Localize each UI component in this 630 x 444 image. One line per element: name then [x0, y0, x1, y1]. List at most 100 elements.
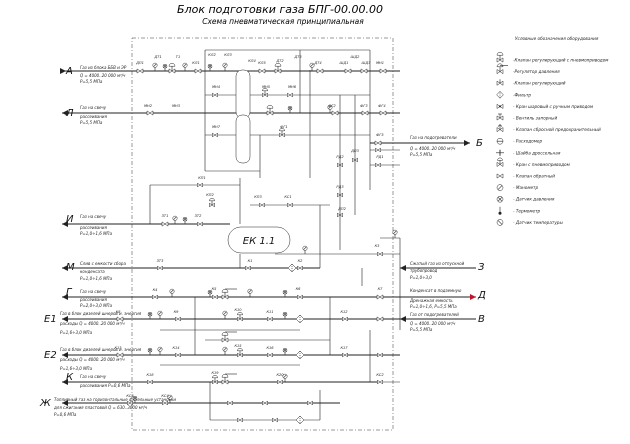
stream-e1: Е1 Газ в блок дизелей шнеров и. энергия … [44, 311, 142, 335]
valve-icon [352, 157, 358, 163]
svg-text:рассеивания: рассеивания [79, 114, 107, 119]
valve-icon [212, 294, 218, 300]
svg-text:Б: Б [476, 138, 483, 149]
equipment-tag: КС2 [376, 373, 384, 377]
control-valve-pneumatic-icon [496, 52, 504, 63]
svg-text:рассеивания: рассеивания [79, 297, 107, 302]
valve-icon [379, 110, 387, 116]
stream-z: З Сжатый газ из отпускной трубопровод P=… [410, 261, 485, 280]
filter-icon [496, 91, 504, 99]
pressure-sensor-icon [207, 289, 213, 297]
stream-i: И Газ на свечу рассеивания P=1,0÷1,6 МПа [66, 214, 113, 236]
valve-icon [376, 316, 384, 322]
equipment-tag: К18 [146, 373, 154, 377]
legend-item-label: -Фильтр [513, 92, 531, 97]
svg-text:В: В [478, 314, 485, 325]
valve-icon [127, 400, 133, 406]
valve-icon [266, 105, 274, 116]
legend-item-label: - Шайба дроссельная [513, 150, 561, 155]
equipment-tag: ДТ3 [293, 55, 302, 59]
vessel-label: ЕК 1.1 [243, 236, 276, 247]
equipment-tag: РД2 [336, 155, 344, 159]
svg-text:трубопровод: трубопровод [410, 268, 438, 273]
legend-item-label: - Кран с пневмоприводом [513, 162, 570, 167]
valve-icon [360, 68, 368, 74]
manometer-icon [222, 62, 228, 71]
svg-text:Газ на свечу: Газ на свечу [80, 289, 107, 294]
equipment-tag: К19 [211, 371, 219, 375]
equipment-tag: К8 [116, 310, 122, 314]
equipment-tag: К16 [266, 346, 274, 350]
page-title: Блок подготовки газа БПГ-00.00.00 [177, 3, 383, 16]
equipment-tag: К3 [375, 244, 381, 248]
svg-text:Газ на свечу: Газ на свечу [80, 214, 107, 219]
equipment-tag: К7 [378, 287, 384, 291]
ball-valve-manual-icon [496, 103, 504, 109]
svg-text:расходы Q = 4000..20 000 м³/ч: расходы Q = 4000..20 000 м³/ч [59, 321, 125, 326]
valve-icon [375, 162, 381, 168]
legend-item-label: - Датчик давления [513, 197, 555, 202]
relief-valve-icon [496, 124, 504, 133]
valve-icon [212, 375, 218, 385]
valve-icon [168, 63, 176, 74]
pressure-regulator-icon [221, 331, 237, 343]
manometer-icon [182, 62, 188, 71]
equipment-tag: ШД3 [362, 61, 372, 65]
equipment-tag: ФГ1 [280, 125, 287, 129]
equipment-tag: ДП2 [337, 207, 347, 211]
equipment-tag: ЗТ1 [162, 214, 169, 218]
svg-text:Газ на свечу: Газ на свечу [80, 374, 107, 379]
equipment-tag: К1 [248, 259, 253, 263]
svg-text:Ж: Ж [39, 398, 52, 409]
equipment-tag: ЗТ2 [195, 214, 202, 218]
equipment-tag: КЛ4 [248, 59, 256, 63]
equipment-tag: К11 [266, 310, 273, 314]
equipment-tag: К20 [276, 373, 284, 377]
legend-item-label: - Вентиль запорный [513, 116, 557, 121]
valve-icon [267, 352, 273, 358]
equipment-tag: ФГ2 [328, 104, 336, 108]
filter-icon [295, 314, 305, 324]
manometer-icon [172, 215, 178, 224]
stream-m: М Слив с емкости сбора конденсата P=1,0÷… [66, 261, 126, 281]
equipment-tag: КЛ5 [258, 61, 266, 65]
svg-text:Топливный газ на горизонтальны: Топливный газ на горизонтальные факельны… [54, 397, 176, 402]
equipment-tag: ШД2 [351, 55, 361, 59]
equipment-tag: ЗТ3 [157, 259, 164, 263]
manometer-icon [309, 62, 315, 71]
pressure-sensor-icon [147, 347, 153, 355]
svg-text:P=2,0÷3,0 МПа: P=2,0÷3,0 МПа [80, 303, 113, 308]
valve-icon [258, 68, 266, 74]
stream-e2: Е2 Газ в блок дизелей шнеров и. энергия … [44, 347, 142, 371]
equipment-tag: КС1 [284, 195, 291, 199]
valve-icon [337, 212, 343, 218]
valve-icon [175, 352, 181, 358]
equipment-tag: К10 [234, 308, 242, 312]
valve-icon [147, 379, 153, 385]
svg-text:P=0,6 МПа: P=0,6 МПа [54, 412, 77, 417]
valve-icon [152, 294, 158, 300]
valve-icon [227, 400, 233, 406]
separator-1 [235, 69, 251, 119]
vessel-ek11: ЕК 1.1 [227, 226, 291, 254]
manometer-icon [392, 229, 398, 238]
manometer-icon [157, 346, 163, 355]
svg-text:Д: Д [477, 290, 486, 301]
equipment-tag: ДТ4 [313, 61, 322, 65]
temperature-sensor-icon [496, 219, 504, 226]
manometer-icon [496, 184, 504, 191]
valve-icon [212, 92, 218, 98]
flow-meter-icon [496, 137, 504, 145]
svg-text:Газ от подогревателей: Газ от подогревателей [410, 312, 459, 317]
svg-text:P=1,0÷3,0: P=1,0÷3,0 [410, 275, 432, 280]
equipment-tag: ДП3 [350, 149, 360, 153]
legend-item-label: -Клапан регулирующий [513, 81, 566, 86]
equipment-tag: ФГ3 [360, 104, 368, 108]
valve-icon [379, 68, 387, 74]
svg-text:Г: Г [66, 287, 73, 298]
stream-d: Д Конденсат в подземную Дренажная емкост… [409, 288, 486, 309]
valve-icon [287, 202, 293, 208]
equipment-tag: КЛ3 [224, 53, 232, 57]
